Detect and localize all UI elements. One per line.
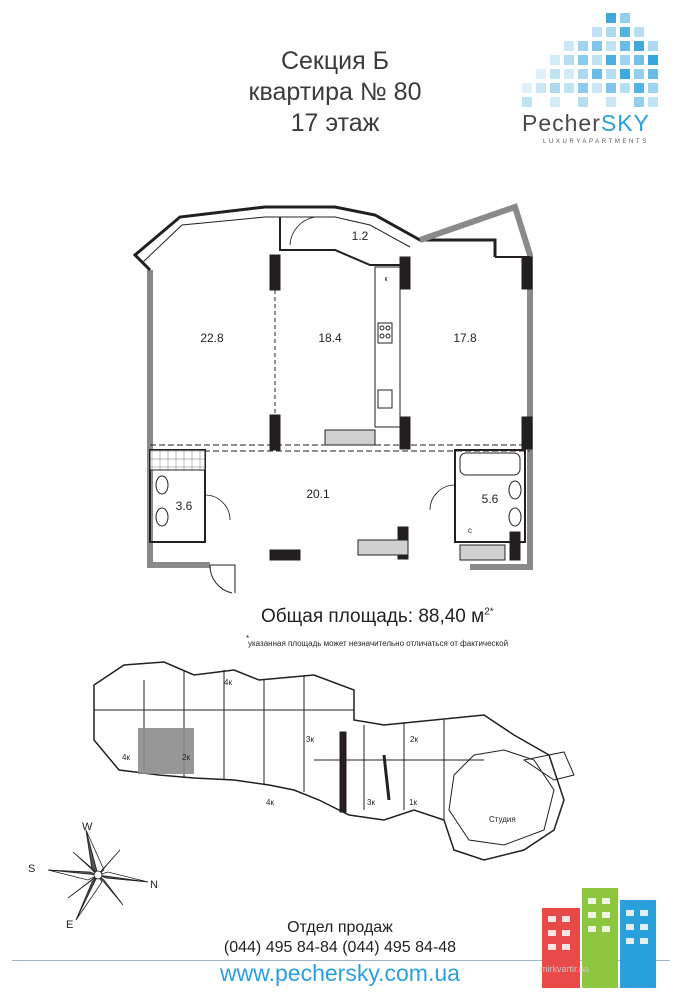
- sales-contact: Отдел продаж (044) 495 84-84 (044) 495 8…: [160, 918, 520, 958]
- sales-phones[interactable]: (044) 495 84-84 (044) 495 84-48: [223, 939, 457, 956]
- area-footnote: *указанная площадь может незначительно о…: [246, 634, 509, 648]
- compass-s: S: [28, 863, 35, 875]
- sales-title: Отдел продаж: [287, 919, 393, 936]
- boiler-mark: с: [468, 526, 472, 535]
- total-area-label: Общая площадь: 88,40 м: [261, 606, 485, 627]
- keyplan-label: 3к: [306, 735, 314, 744]
- room-hall-area: 20.1: [306, 487, 330, 501]
- keyplan-label: 4к: [122, 753, 130, 762]
- apartment-highlight: [138, 728, 194, 774]
- total-area-unit: 2*: [484, 606, 494, 618]
- bath-right-door-arc: [429, 484, 456, 511]
- floor-plan: 1.2 22.8 18.4 17.8 20.1 3.6 5.6 к с: [132, 203, 533, 594]
- apartment-title: Секция Б квартира № 80 17 этаж: [150, 46, 520, 139]
- keyplan-label: 4к: [266, 798, 274, 807]
- room-balcony-area: 1.2: [352, 229, 369, 243]
- room-bath-left-area: 3.6: [176, 499, 193, 513]
- bath-door-arc: [204, 494, 231, 521]
- keyplan-label: 3к: [367, 798, 375, 807]
- footnote-text: указанная площадь может незначительно от…: [248, 639, 509, 648]
- keyplan-label: 2к: [182, 753, 190, 762]
- keyplan-label: Студия: [489, 815, 516, 824]
- logo-tagline: LUXURYAPARTMENTS: [543, 139, 649, 145]
- watermark: mirkvartir.ua: [540, 964, 590, 974]
- logo-word-accent: SKY: [600, 110, 650, 136]
- keyplan-label: 4к: [224, 678, 232, 687]
- logo-word-main: Pecher: [522, 110, 601, 136]
- section-label: Секция Б: [280, 47, 390, 75]
- floor-label: 17 этаж: [290, 109, 380, 137]
- pechersky-logo-squares: [522, 13, 658, 107]
- building-key-plan: 4к 4к 2к 3к 2к 4к 3к 1к Студия: [93, 661, 575, 861]
- compass-rose: W S N E: [28, 821, 158, 930]
- compass-n: N: [150, 879, 158, 891]
- website-link[interactable]: www.pechersky.com.ua: [220, 960, 460, 986]
- room-living-area: 22.8: [200, 331, 224, 345]
- balcony-door-arc: [289, 216, 316, 246]
- keyplan-label: 1к: [409, 798, 417, 807]
- footnote-star: *: [246, 634, 250, 643]
- kitchen-mark: к: [384, 276, 388, 283]
- room-bath-right-area: 5.6: [482, 492, 499, 506]
- total-area: Общая площадь: 88,40 м2*: [261, 606, 494, 628]
- column: [269, 254, 281, 291]
- compass-w: W: [82, 821, 93, 833]
- keyplan-label: 2к: [410, 735, 418, 744]
- entrance-door: [209, 564, 236, 594]
- outer-wall: [147, 270, 210, 568]
- room-kitchen-area: 18.4: [318, 331, 342, 345]
- footer-divider: [12, 960, 670, 961]
- apartment-number: квартира № 80: [248, 78, 422, 106]
- logo-wordmark: PecherSKY: [522, 110, 650, 137]
- buildings-logo: [542, 888, 656, 988]
- room-bedroom-area: 17.8: [453, 331, 477, 345]
- compass-e: E: [66, 919, 73, 930]
